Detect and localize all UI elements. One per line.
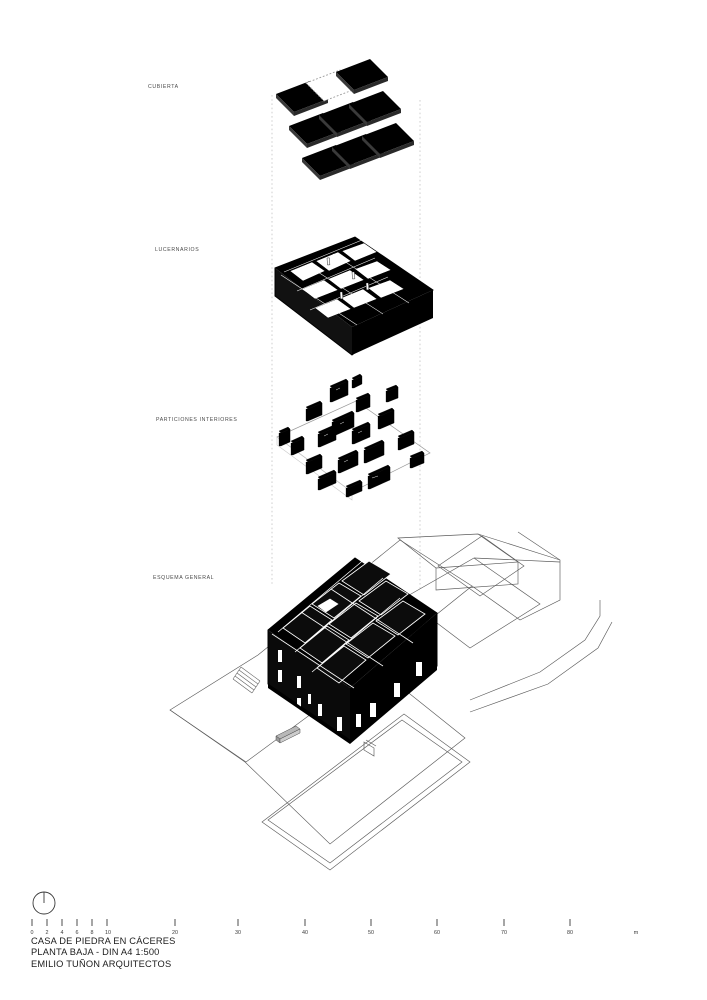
- title-block: CASA DE PIEDRA EN CÁCERES PLANTA BAJA - …: [31, 936, 176, 970]
- svg-text:80: 80: [567, 930, 573, 936]
- north-arrow-icon: [32, 891, 56, 915]
- layer-esquema-general-geometry: [169, 531, 613, 871]
- scale-bar: 0 2 4 6 8 10 20 30 40 50: [31, 919, 639, 936]
- scale-coarse-labels: 20 30 40 50 60 70 80: [172, 930, 573, 936]
- main-building-volume: [267, 557, 438, 744]
- layer-label-lucernarios: LUCERNARIOS: [155, 247, 200, 253]
- explosion-guide-lines: [271, 95, 421, 590]
- project-title: CASA DE PIEDRA EN CÁCERES: [31, 936, 176, 946]
- layer-cubierta-geometry: [276, 59, 414, 180]
- svg-text:20: 20: [172, 930, 178, 936]
- svg-text:30: 30: [235, 930, 241, 936]
- layer-lucernarios-geometry: [274, 236, 434, 356]
- svg-text:2: 2: [46, 930, 49, 936]
- scale-fine-labels: 0 2 4 6 8 10: [31, 930, 112, 936]
- layer-label-esquema-general: ESQUEMA GENERAL: [153, 575, 215, 581]
- architect-credit: EMILIO TUÑON ARQUITECTOS: [31, 958, 172, 969]
- svg-text:60: 60: [434, 930, 440, 936]
- svg-text:70: 70: [501, 930, 507, 936]
- scale-unit-label: m: [634, 930, 639, 936]
- svg-text:8: 8: [91, 930, 94, 936]
- svg-text:10: 10: [105, 930, 111, 936]
- svg-text:50: 50: [368, 930, 374, 936]
- svg-text:0: 0: [31, 930, 34, 936]
- drawing-subtitle: PLANTA BAJA - DIN A4 1:500: [31, 947, 160, 958]
- svg-text:4: 4: [61, 930, 64, 936]
- layer-label-cubierta: CUBIERTA: [148, 84, 179, 90]
- svg-text:40: 40: [302, 930, 308, 936]
- layer-particiones-geometry: [276, 373, 431, 501]
- layer-label-particiones: PARTICIONES INTERIORES: [156, 417, 238, 423]
- site-plan-context: [169, 531, 613, 871]
- svg-text:6: 6: [76, 930, 79, 936]
